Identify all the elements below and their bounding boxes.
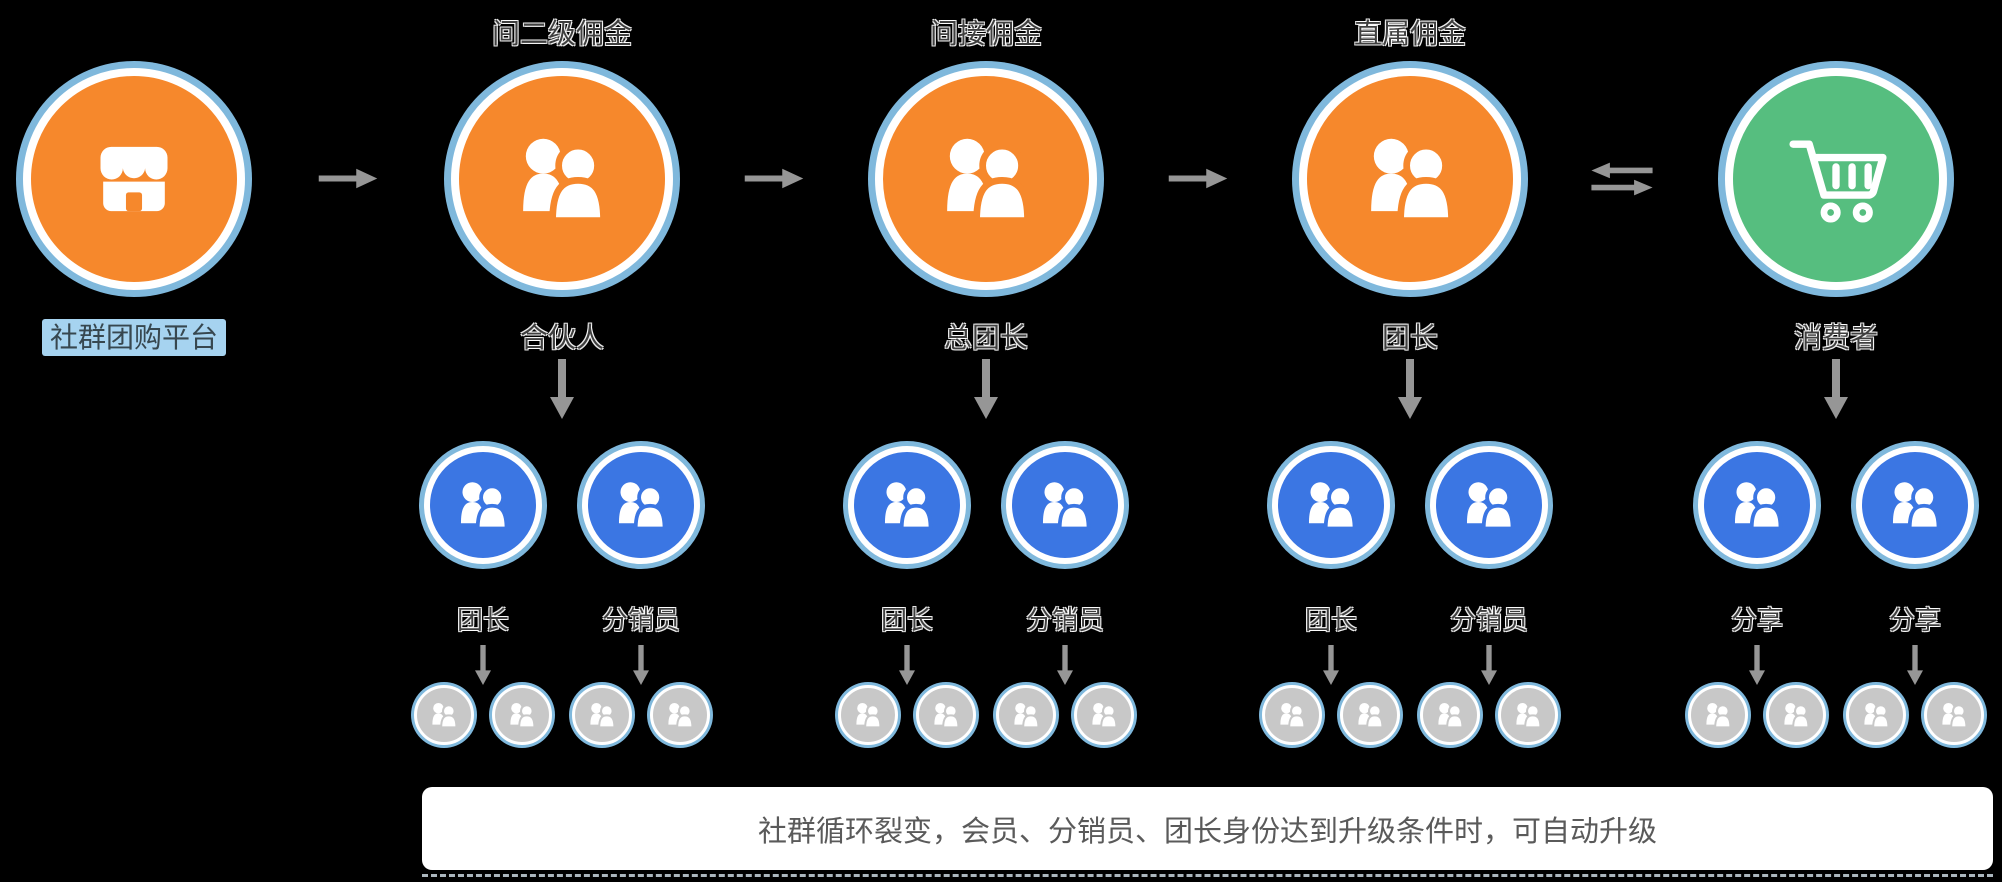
child-node[interactable]	[1698, 446, 1816, 564]
people-icon	[1719, 467, 1795, 543]
people-icon	[603, 467, 679, 543]
member-arrow-icon	[631, 643, 651, 687]
member-node[interactable]	[996, 685, 1056, 745]
member-node[interactable]	[1340, 685, 1400, 745]
fanout-arrow-icon	[971, 356, 1001, 422]
member-node[interactable]	[1262, 685, 1322, 745]
child-node[interactable]	[1430, 446, 1548, 564]
member-node[interactable]	[1846, 685, 1906, 745]
people-icon	[582, 695, 622, 735]
child-node[interactable]	[424, 446, 542, 564]
people-icon	[1006, 695, 1046, 735]
member-node[interactable]	[1420, 685, 1480, 745]
child-label: 团长	[880, 606, 933, 636]
consumer-node[interactable]	[1725, 68, 1947, 290]
member-arrow-icon	[1905, 643, 1925, 687]
child-label: 团长	[1304, 606, 1357, 636]
child-label: 团长	[456, 606, 509, 636]
member-node[interactable]	[1924, 685, 1984, 745]
people-icon	[1508, 695, 1548, 735]
commission-label-partner: 间二级佣金	[491, 17, 632, 50]
fanout-arrow-icon	[1395, 356, 1425, 422]
people-icon	[1272, 695, 1312, 735]
member-node[interactable]	[1688, 685, 1748, 745]
child-label: 分销员	[601, 606, 680, 636]
people-icon	[1776, 695, 1816, 735]
chief-leader-node[interactable]	[875, 68, 1097, 290]
member-node[interactable]	[492, 685, 552, 745]
member-arrow-icon	[1055, 643, 1075, 687]
people-icon	[1698, 695, 1738, 735]
role-label-partner: 合伙人	[519, 321, 604, 354]
member-arrow-icon	[473, 643, 493, 687]
child-node[interactable]	[1856, 446, 1974, 564]
member-node[interactable]	[572, 685, 632, 745]
member-node[interactable]	[414, 685, 474, 745]
leader-node[interactable]	[1299, 68, 1521, 290]
cart-icon	[1769, 112, 1903, 246]
child-label: 分享	[1730, 606, 1783, 636]
people-icon	[502, 695, 542, 735]
people-icon	[1350, 695, 1390, 735]
fanout-arrow-icon	[1821, 356, 1851, 422]
forward-arrow-icon	[742, 165, 806, 192]
platform-node[interactable]	[23, 68, 245, 290]
highlighted-text: 社群团购平台	[41, 319, 226, 356]
child-label: 分享	[1888, 606, 1941, 636]
people-icon	[1027, 467, 1103, 543]
people-icon	[445, 467, 521, 543]
forward-arrow-icon	[1166, 165, 1230, 192]
page-boundary-dashes	[422, 874, 1993, 877]
member-node[interactable]	[916, 685, 976, 745]
role-label-leader: 团长	[1381, 321, 1438, 354]
commission-label-leader: 直属佣金	[1353, 17, 1466, 50]
child-label: 分销员	[1025, 606, 1104, 636]
member-node[interactable]	[838, 685, 898, 745]
people-icon	[869, 467, 945, 543]
member-arrow-icon	[1479, 643, 1499, 687]
forward-arrow-icon	[316, 165, 380, 192]
people-icon	[1856, 695, 1896, 735]
member-node[interactable]	[1074, 685, 1134, 745]
people-icon	[1934, 695, 1974, 735]
exchange-arrow-icon	[1590, 159, 1654, 199]
footer-note-text: 社群循环裂变，会员、分销员、团长身份达到升级条件时，可自动升级	[757, 813, 1657, 848]
partner-node[interactable]	[451, 68, 673, 290]
people-icon	[1430, 695, 1470, 735]
people-icon	[848, 695, 888, 735]
member-node[interactable]	[1766, 685, 1826, 745]
people-icon	[660, 695, 700, 735]
storefront-icon	[67, 112, 201, 246]
member-arrow-icon	[1747, 643, 1767, 687]
people-icon	[926, 695, 966, 735]
people-icon	[1084, 695, 1124, 735]
people-icon	[1451, 467, 1527, 543]
role-label-consumer: 消费者	[1793, 321, 1878, 354]
role-label-chief-leader: 总团长	[943, 321, 1028, 354]
child-node[interactable]	[1006, 446, 1124, 564]
child-node[interactable]	[848, 446, 966, 564]
child-node[interactable]	[1272, 446, 1390, 564]
footer-note: 社群循环裂变，会员、分销员、团长身份达到升级条件时，可自动升级	[422, 787, 1993, 870]
people-icon	[1293, 467, 1369, 543]
people-icon	[919, 112, 1053, 246]
child-label: 分销员	[1449, 606, 1528, 636]
role-label-platform: 社群团购平台	[0, 316, 294, 356]
people-icon	[424, 695, 464, 735]
member-arrow-icon	[1321, 643, 1341, 687]
member-node[interactable]	[1498, 685, 1558, 745]
people-icon	[1877, 467, 1953, 543]
member-arrow-icon	[897, 643, 917, 687]
fanout-arrow-icon	[547, 356, 577, 422]
child-node[interactable]	[582, 446, 700, 564]
people-icon	[495, 112, 629, 246]
commission-label-chief-leader: 间接佣金	[929, 17, 1042, 50]
people-icon	[1343, 112, 1477, 246]
member-node[interactable]	[650, 685, 710, 745]
